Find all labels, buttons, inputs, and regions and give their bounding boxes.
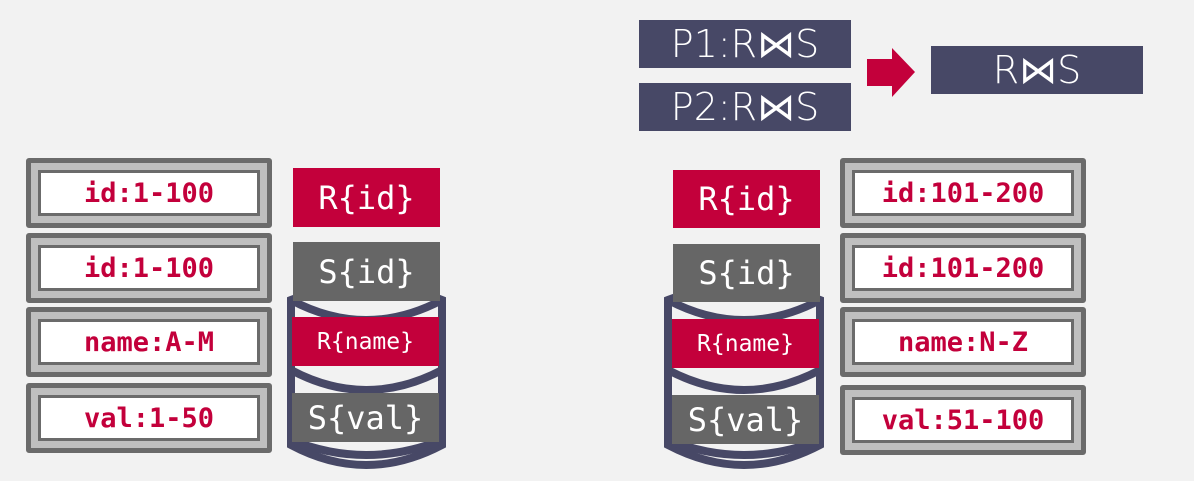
left-partition: id:1-100	[26, 233, 272, 303]
right-partition: id:101-200	[840, 158, 1086, 228]
partition-label: name:N-Z	[852, 319, 1074, 365]
left-chip-s-id: S{id}	[293, 242, 440, 301]
partition-label: val:51-100	[852, 397, 1074, 443]
left-partition: name:A-M	[26, 307, 272, 377]
partition-label: name:A-M	[38, 319, 260, 365]
left-partition: id:1-100	[26, 158, 272, 228]
p1-join-box: P1:R⋈S	[639, 20, 851, 68]
result-join-box: R⋈S	[931, 46, 1143, 94]
partition-label: id:1-100	[38, 245, 260, 291]
right-chip-r-id: R{id}	[673, 170, 820, 228]
right-chip-s-id: S{id}	[673, 244, 820, 302]
right-partition: val:51-100	[840, 385, 1086, 455]
right-chip-s-val: S{val}	[672, 395, 819, 444]
partition-label: val:1-50	[38, 395, 260, 441]
right-chip-r-name: R{name}	[672, 319, 819, 368]
arrow-right-icon	[867, 48, 915, 97]
left-chip-r-id: R{id}	[293, 168, 440, 227]
partition-label: id:1-100	[38, 170, 260, 216]
partition-label: id:101-200	[852, 170, 1074, 216]
left-partition: val:1-50	[26, 383, 272, 453]
left-chip-s-val: S{val}	[292, 393, 439, 442]
right-partition: id:101-200	[840, 233, 1086, 303]
p2-join-box: P2:R⋈S	[639, 83, 851, 131]
left-chip-r-name: R{name}	[292, 317, 439, 366]
partition-label: id:101-200	[852, 245, 1074, 291]
right-partition: name:N-Z	[840, 307, 1086, 377]
